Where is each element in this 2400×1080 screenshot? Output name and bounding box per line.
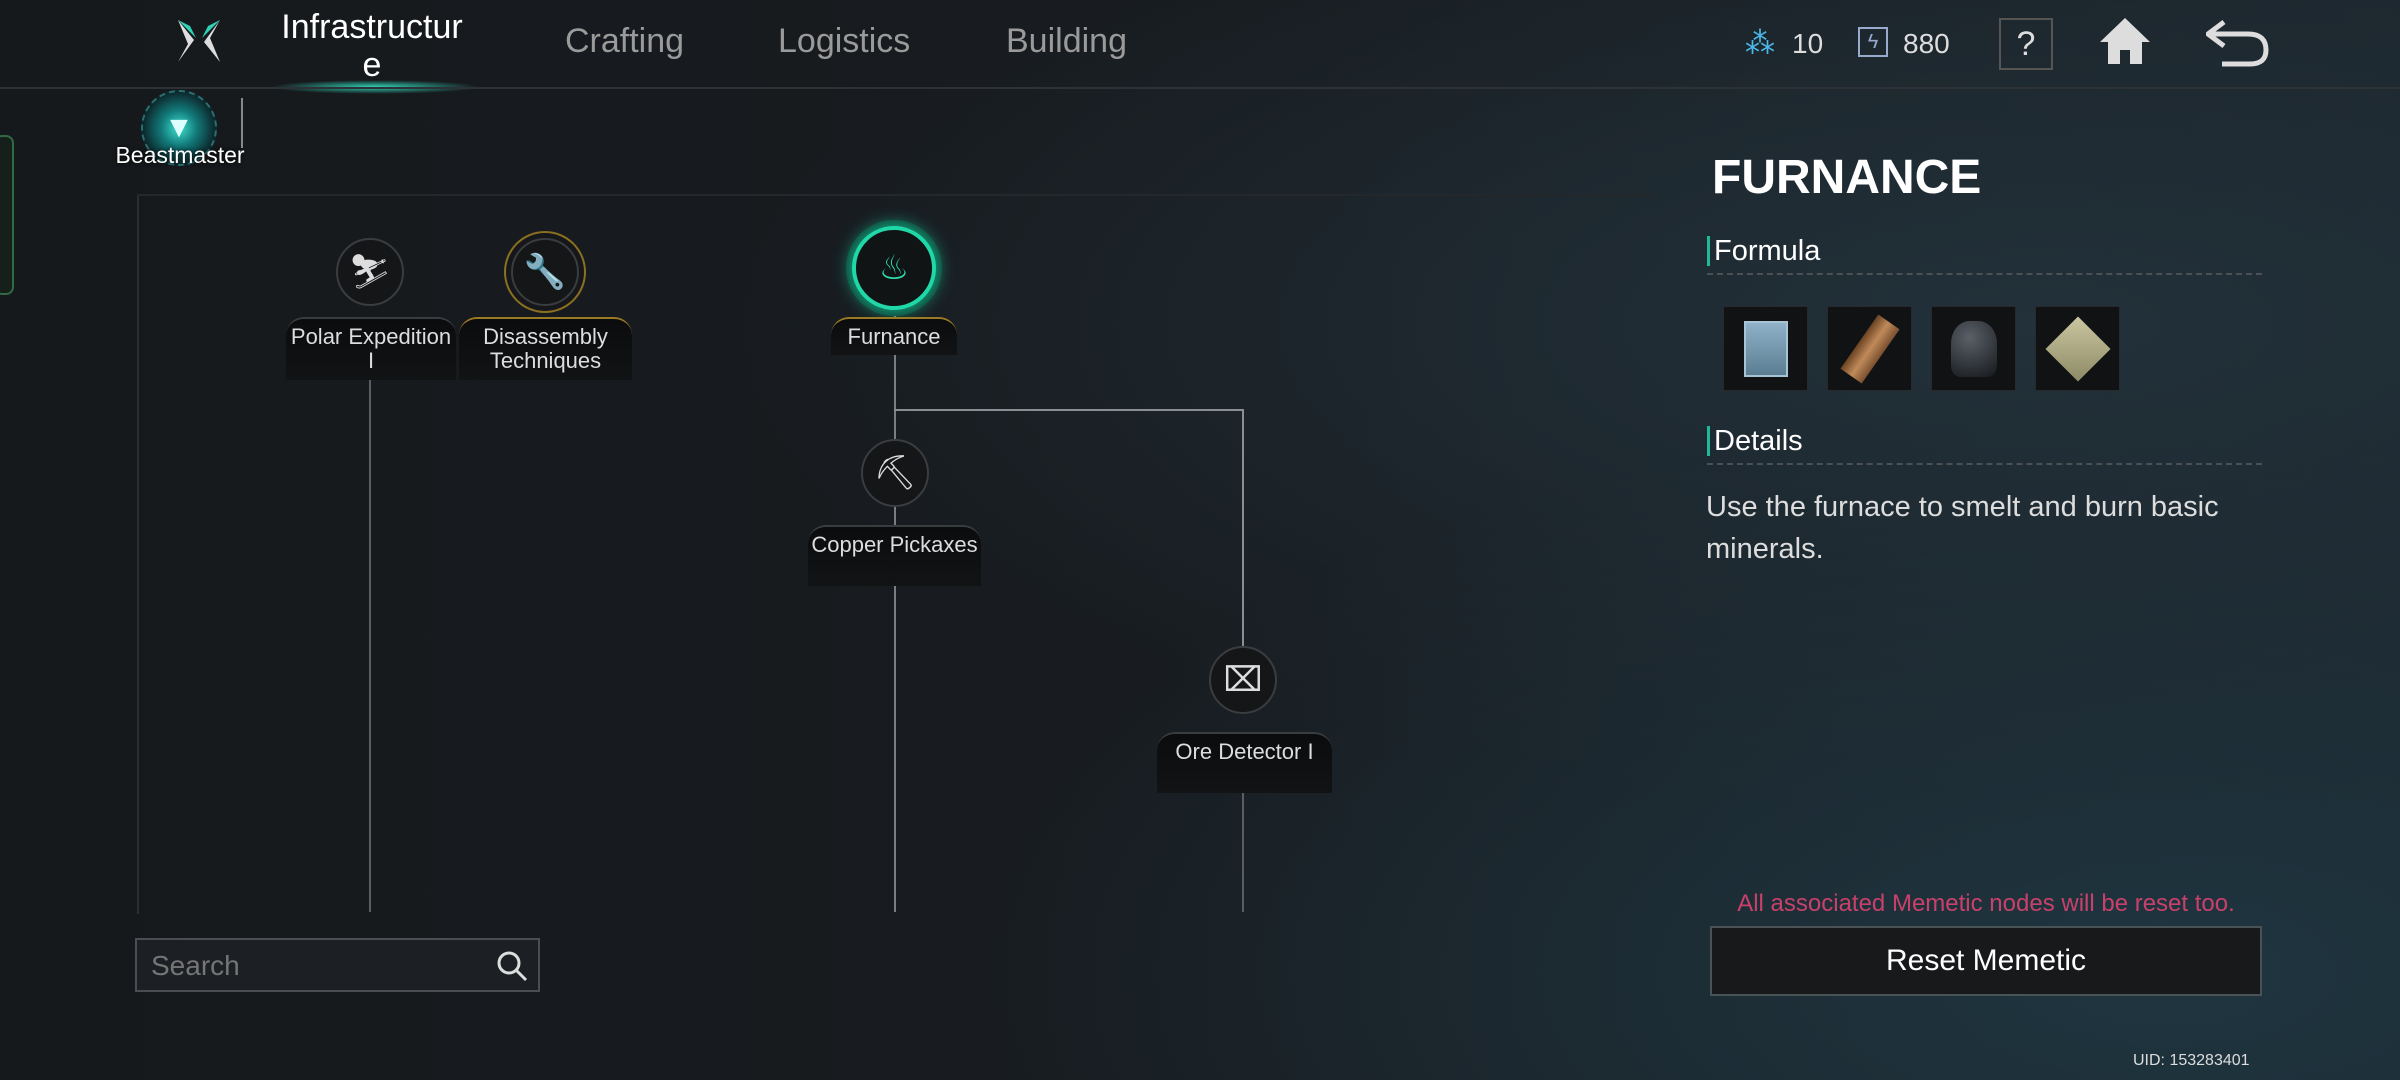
node-label: Ore Detector I	[1157, 732, 1332, 793]
furnace-item-icon	[1743, 320, 1788, 377]
node-furnance[interactable]: ♨	[852, 226, 936, 310]
energy-icon: ϟ	[1858, 27, 1888, 57]
profession-beastmaster[interactable]: ▼ Beastmaster	[110, 88, 250, 198]
energy-count: 880	[1903, 28, 1950, 59]
node-polar-expedition[interactable]: ⛷	[336, 238, 404, 306]
connector	[1242, 790, 1244, 912]
details-heading: Details	[1707, 426, 1803, 456]
connector	[369, 340, 371, 912]
formula-item[interactable]	[1723, 306, 1808, 391]
profession-label: Beastmaster	[115, 142, 245, 168]
node-ore-detector[interactable]: ⌧	[1209, 646, 1277, 714]
details-divider	[1707, 463, 2262, 465]
back-button[interactable]	[2203, 18, 2272, 73]
tab-logistics[interactable]: Logistics	[778, 22, 911, 60]
tree-frame-top	[137, 194, 1657, 196]
side-drawer-handle[interactable]	[0, 135, 14, 295]
uid-label: UID: 153283401	[2133, 1052, 2250, 1069]
app-logo-icon	[176, 18, 222, 64]
tree-frame-left	[137, 194, 139, 914]
furnace-icon: ♨	[878, 249, 910, 287]
back-arrow-icon	[2203, 20, 2269, 67]
tab-building[interactable]: Building	[1006, 22, 1127, 60]
formula-item[interactable]	[2035, 306, 2120, 391]
node-label: Disassembly Techniques	[459, 317, 632, 380]
node-label: Copper Pickaxes	[808, 525, 981, 586]
wrench-gear-icon: 🔧	[523, 253, 567, 291]
help-button[interactable]: ?	[1999, 18, 2053, 70]
cloth-icon	[2044, 315, 2111, 382]
dna-count: 10	[1792, 28, 1824, 59]
home-icon	[2100, 18, 2150, 64]
node-disassembly-techniques[interactable]: 🔧	[511, 238, 579, 306]
wolf-icon: ▼	[141, 90, 217, 166]
ore-detector-icon: ⌧	[1223, 661, 1263, 699]
reset-warning: All associated Memetic nodes will be res…	[1737, 890, 2235, 917]
detail-description: Use the furnace to smelt and burn basic …	[1706, 491, 2219, 565]
header-divider	[0, 87, 2400, 89]
connector	[1242, 409, 1244, 647]
polar-runner-icon: ⛷	[348, 253, 392, 291]
connector	[894, 300, 896, 912]
home-button[interactable]	[2098, 16, 2152, 71]
profession-divider	[241, 98, 243, 148]
search-input[interactable]	[151, 948, 471, 984]
search-box[interactable]	[135, 938, 540, 992]
tab-infrastructure[interactable]: Infrastructure	[281, 8, 463, 84]
reset-memetic-button[interactable]: Reset Memetic	[1710, 926, 2262, 996]
node-copper-pickaxes[interactable]: ⛏	[861, 439, 929, 507]
node-label: Furnance	[831, 317, 957, 355]
tab-crafting[interactable]: Crafting	[565, 22, 685, 60]
pickaxe-icon: ⛏	[873, 454, 917, 492]
search-icon[interactable]	[496, 950, 528, 982]
connector	[894, 409, 1244, 411]
node-label: Polar Expedition I	[286, 317, 456, 380]
formula-divider	[1707, 273, 2262, 275]
copper-ingot-icon	[1839, 314, 1900, 383]
formula-heading: Formula	[1707, 236, 1820, 266]
dna-icon: ⁂	[1745, 27, 1775, 60]
formula-item[interactable]	[1827, 306, 1912, 391]
detail-title: FURNANCE	[1712, 151, 1982, 204]
formula-item[interactable]	[1931, 306, 2016, 391]
coal-icon	[1950, 320, 1997, 377]
